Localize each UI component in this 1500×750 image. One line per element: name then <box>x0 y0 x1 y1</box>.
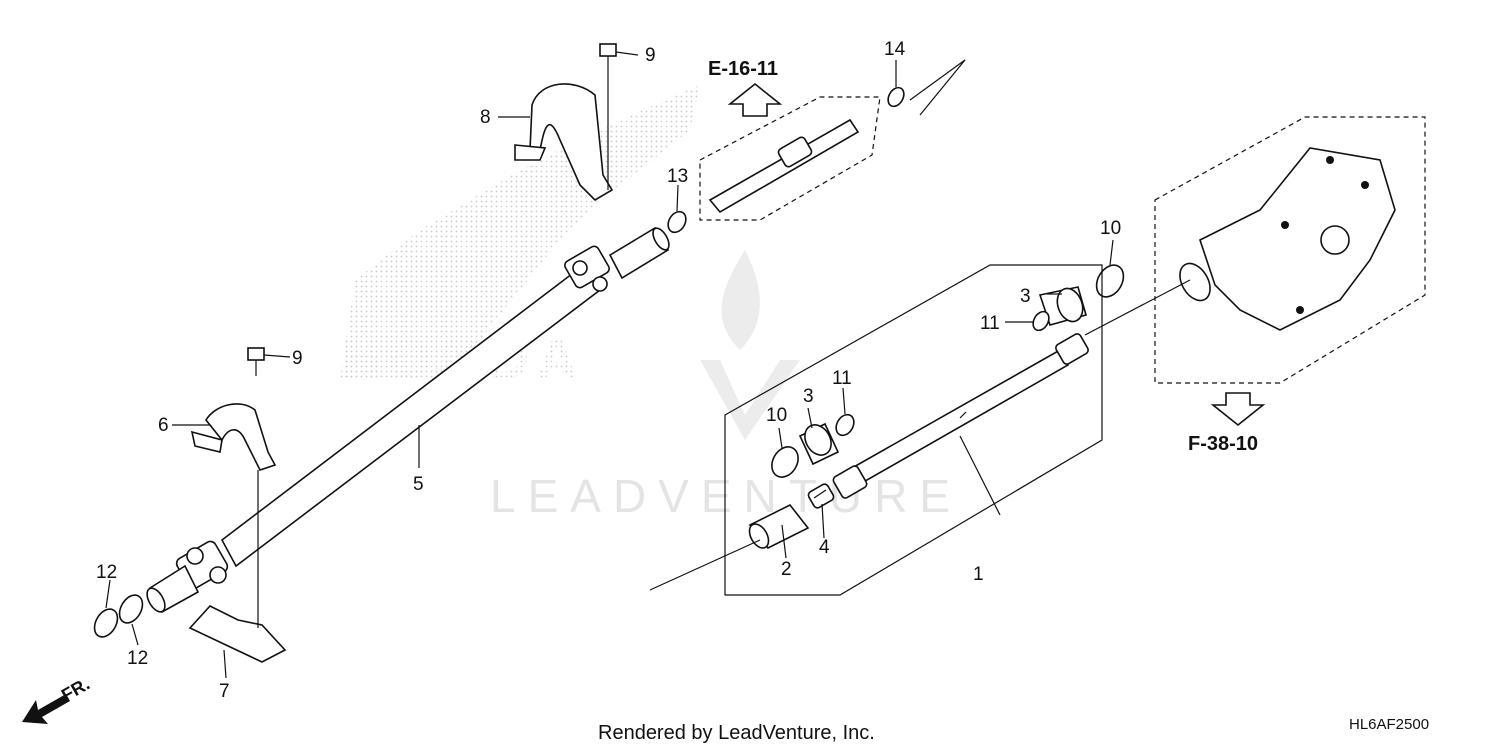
o-ring-10-upper[interactable] <box>1091 260 1129 301</box>
lower-bracket[interactable] <box>190 403 277 471</box>
callout-11-lower[interactable]: 11 <box>832 368 852 389</box>
leadventure-watermark: LEADVENTURE <box>490 470 962 522</box>
bolt-lower[interactable] <box>247 347 265 376</box>
propeller-shaft[interactable] <box>143 226 672 615</box>
reference-arrow-down <box>1210 392 1266 427</box>
front-universal-joint <box>146 540 229 614</box>
spring[interactable] <box>807 483 835 510</box>
callout-7[interactable]: 7 <box>219 681 230 702</box>
circlip-11-upper[interactable] <box>1030 309 1052 333</box>
footer-credit: Rendered by LeadVenture, Inc. <box>598 722 875 744</box>
callout-12-lower[interactable]: 12 <box>127 648 148 669</box>
boot-lower[interactable] <box>798 420 840 466</box>
o-ring-14[interactable] <box>885 85 907 109</box>
o-ring-10-lower[interactable] <box>767 442 804 482</box>
front-arrow-icon <box>22 694 70 724</box>
upper-bracket[interactable] <box>514 83 614 202</box>
rear-universal-joint <box>564 245 610 292</box>
callout-14[interactable]: 14 <box>884 39 906 60</box>
callout-13[interactable]: 13 <box>667 166 688 187</box>
final-gear-case <box>1154 116 1426 384</box>
callout-4[interactable]: 4 <box>819 537 830 558</box>
diagram-code: HL6AF2500 <box>1349 716 1429 733</box>
o-ring-12-rear[interactable] <box>115 591 147 627</box>
output-shaft-group <box>699 96 881 221</box>
o-ring-12-front[interactable] <box>90 605 122 641</box>
callout-6[interactable]: 6 <box>158 415 169 436</box>
boot-upper[interactable] <box>1038 285 1087 326</box>
reference-e-16-11[interactable]: E-16-11 <box>708 58 778 80</box>
skid-plate[interactable] <box>188 605 287 663</box>
callout-12-upper[interactable]: 12 <box>96 562 117 583</box>
o-ring-13[interactable] <box>665 208 690 235</box>
reference-arrow-up <box>727 82 783 117</box>
callout-10-upper[interactable]: 10 <box>1100 218 1121 239</box>
callout-11-upper[interactable]: 11 <box>980 313 1000 334</box>
callout-3-lower[interactable]: 3 <box>803 386 814 407</box>
callout-9-upper[interactable]: 9 <box>645 45 656 66</box>
callout-3-upper[interactable]: 3 <box>1020 286 1031 307</box>
callout-10-lower[interactable]: 10 <box>766 405 787 426</box>
circlip-11-lower[interactable] <box>833 411 858 438</box>
callout-2[interactable]: 2 <box>781 559 792 580</box>
callout-8[interactable]: 8 <box>480 107 491 128</box>
callout-1[interactable]: 1 <box>973 564 984 585</box>
bolt-upper[interactable] <box>599 43 617 72</box>
callout-9-lower[interactable]: 9 <box>292 348 303 369</box>
callout-5[interactable]: 5 <box>413 474 424 495</box>
drive-shaft-assembly[interactable] <box>832 332 1090 499</box>
reference-f-38-10[interactable]: F-38-10 <box>1188 433 1258 455</box>
leadventure-flame-logo <box>700 250 800 440</box>
